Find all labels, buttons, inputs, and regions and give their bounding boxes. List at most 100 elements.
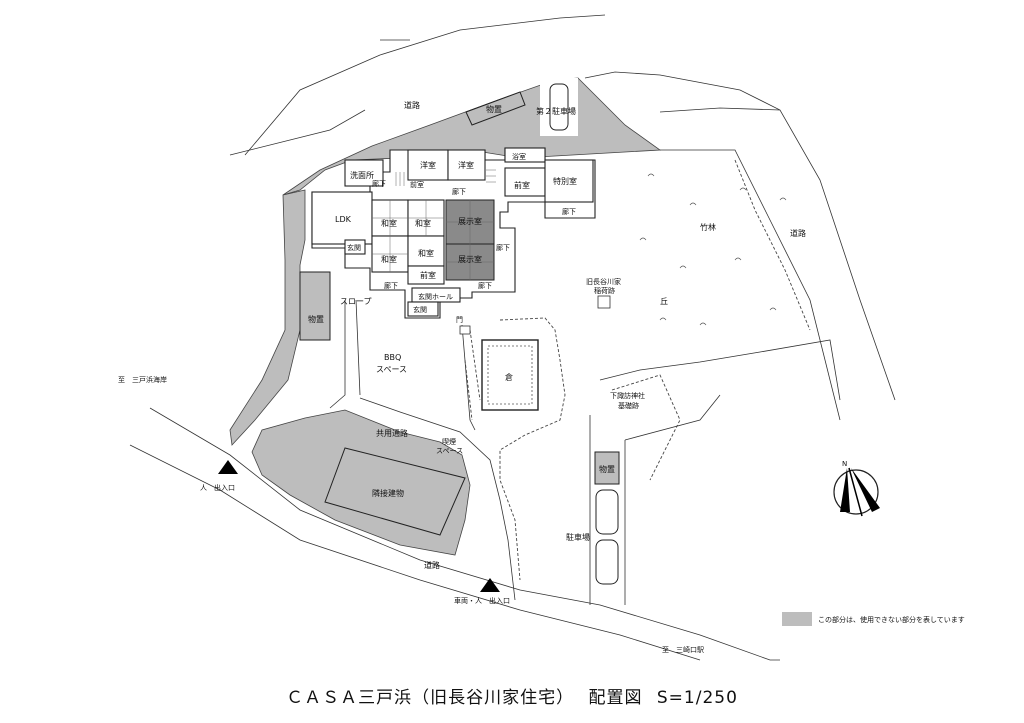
car-parking-2-body bbox=[549, 83, 569, 131]
site-boundary-inner bbox=[599, 339, 841, 401]
room-ldk bbox=[311, 191, 373, 245]
room-western-2 bbox=[447, 149, 486, 181]
label-road-south: 道路 bbox=[424, 560, 440, 570]
label-corridor-6: 廊下 bbox=[478, 281, 492, 290]
road-north-edge bbox=[244, 14, 606, 156]
site-boundary-east bbox=[660, 149, 841, 421]
tatami-lines bbox=[372, 200, 494, 280]
kura-building bbox=[481, 339, 539, 411]
bamboo-mark bbox=[689, 202, 697, 206]
room-western-1 bbox=[407, 149, 449, 181]
label-corridor-2: 廊下 bbox=[452, 187, 466, 196]
label-smoking-1: 喫煙 bbox=[442, 437, 456, 446]
label-inari-1: 旧長谷川家 bbox=[586, 277, 621, 286]
label-corridor-5: 廊下 bbox=[384, 281, 398, 290]
label-washitsu-1: 和室 bbox=[381, 218, 397, 228]
legend-text: この部分は、使用できない部分を表しています bbox=[818, 615, 965, 624]
house-details bbox=[372, 169, 496, 280]
north-needle-line bbox=[848, 467, 863, 517]
car-parking-1b bbox=[595, 539, 619, 585]
path-line-4 bbox=[359, 397, 516, 601]
road-east-edge bbox=[584, 71, 896, 401]
label-slope: スロープ bbox=[340, 297, 372, 306]
road-north-edge-2 bbox=[229, 109, 366, 156]
label-to-beach: 至 三戸浜海岸 bbox=[118, 375, 167, 384]
fence-1 bbox=[499, 317, 566, 581]
unusable-area-west bbox=[229, 189, 306, 446]
room-washroom bbox=[344, 159, 384, 187]
bamboo-mark bbox=[779, 197, 787, 201]
road-south-edge bbox=[149, 407, 780, 661]
room-labels: 洋室 洋室 浴室 洗面所 廊下 前室 廊下 前室 特別室 廊下 LDK 和室 和… bbox=[335, 152, 577, 382]
label-shrine-2: 基礎跡 bbox=[618, 401, 639, 410]
label-smoking-2: スペース bbox=[436, 447, 463, 455]
label-corridor-3: 廊下 bbox=[562, 207, 576, 216]
fence-lines bbox=[464, 159, 811, 581]
bamboo-mark bbox=[659, 317, 667, 321]
label-bath: 浴室 bbox=[512, 152, 526, 161]
title-kind: 配置図 bbox=[588, 688, 643, 708]
label-entry-vehicle: 車両・人 出入口 bbox=[454, 596, 510, 605]
label-storage-west: 物置 bbox=[308, 314, 324, 324]
label-exhibit-2: 展示室 bbox=[458, 254, 482, 264]
label-parking-2: 第２駐車場 bbox=[536, 106, 576, 116]
bamboo-mark bbox=[739, 187, 747, 191]
label-corridor-1: 廊下 bbox=[372, 179, 386, 188]
label-kura: 倉 bbox=[505, 372, 513, 382]
label-inari-2: 稲荷跡 bbox=[594, 286, 615, 295]
label-front-room-1: 前室 bbox=[410, 180, 424, 189]
fence-4 bbox=[734, 159, 811, 331]
label-special-room: 特別室 bbox=[553, 176, 577, 186]
label-neighbor: 隣接建物 bbox=[372, 488, 404, 498]
label-bamboo: 竹林 bbox=[700, 222, 716, 232]
label-bbq-1: BBQ bbox=[384, 353, 401, 362]
room-front-east bbox=[504, 167, 546, 197]
kura-outer bbox=[481, 339, 539, 411]
road-east-edge-2 bbox=[659, 107, 781, 113]
label-to-station: 至 三崎口駅 bbox=[662, 645, 704, 654]
gate-marker bbox=[459, 325, 471, 335]
label-western-2: 洋室 bbox=[458, 160, 474, 170]
inari-marker bbox=[597, 295, 611, 309]
bamboo-mark bbox=[647, 173, 655, 177]
bamboo-mark bbox=[699, 322, 707, 326]
road-lines bbox=[129, 14, 896, 661]
label-western-1: 洋室 bbox=[420, 160, 436, 170]
storage-north-shape bbox=[465, 91, 526, 126]
label-storage-north: 物置 bbox=[486, 104, 502, 114]
label-hill: 丘 bbox=[660, 297, 668, 306]
room-bath bbox=[504, 147, 546, 163]
room-special bbox=[544, 159, 594, 203]
car-parking-1a bbox=[595, 489, 619, 535]
label-washitsu-4: 和室 bbox=[418, 248, 434, 258]
bamboo-marks bbox=[639, 173, 787, 326]
bamboo-mark bbox=[639, 237, 647, 241]
site-labels: 道路 物置 第２駐車場 竹林 道路 旧長谷川家 稲荷跡 丘 スロープ 物置 門 … bbox=[118, 100, 806, 654]
storage-west-shape bbox=[299, 271, 331, 341]
neighbor-building-shape bbox=[324, 447, 466, 536]
storage-parking-shape bbox=[594, 451, 620, 485]
label-parking: 駐車場 bbox=[566, 532, 590, 542]
label-corridor-4: 廊下 bbox=[496, 243, 510, 252]
fence-2 bbox=[611, 374, 681, 481]
bamboo-mark bbox=[769, 307, 777, 311]
north-arrow: N bbox=[833, 460, 880, 517]
label-road-north: 道路 bbox=[404, 100, 420, 110]
north-circle bbox=[833, 469, 879, 515]
road-south-edge-2 bbox=[129, 444, 701, 661]
room-entrance-south bbox=[407, 301, 439, 317]
room-washitsu-4 bbox=[407, 235, 445, 267]
label-entry-person: 人 出入口 bbox=[200, 483, 235, 492]
label-entrance-west: 玄関 bbox=[347, 243, 361, 252]
label-shared-path: 共用通路 bbox=[376, 428, 408, 438]
room-front-center bbox=[407, 265, 445, 285]
label-entrance-south: 玄関 bbox=[413, 305, 427, 314]
storage-sheds bbox=[299, 91, 620, 536]
bamboo-mark bbox=[734, 257, 742, 261]
fence-3 bbox=[464, 329, 481, 421]
label-road-east: 道路 bbox=[790, 228, 806, 238]
north-needle-left bbox=[840, 468, 850, 512]
title-scale: S=1/250 bbox=[656, 688, 738, 708]
entry-arrow-vehicle bbox=[480, 578, 500, 592]
